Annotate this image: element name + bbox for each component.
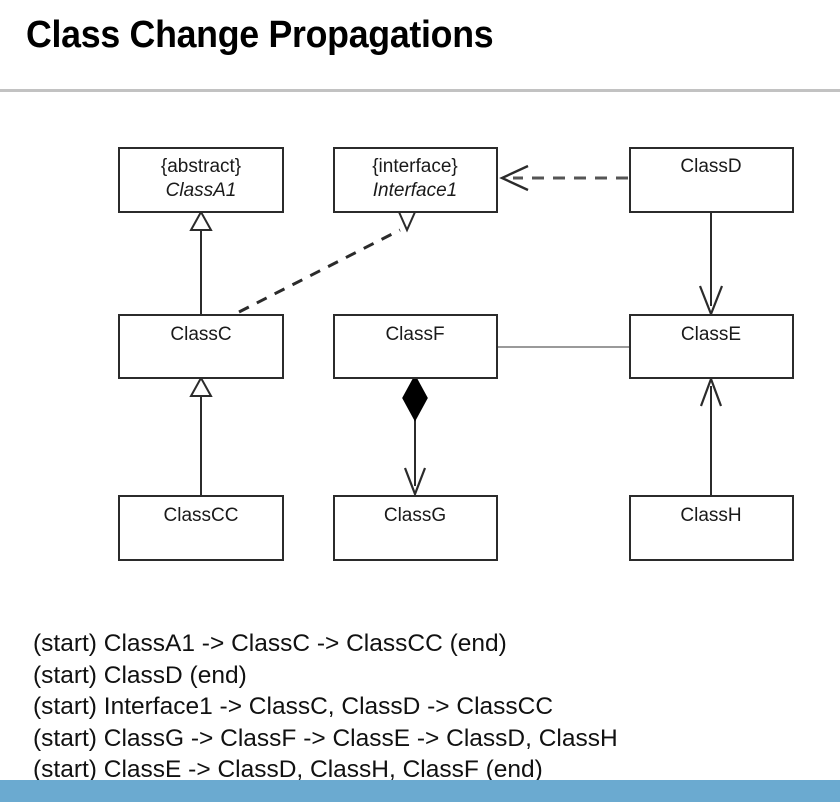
edge-classd-classe-directed xyxy=(698,212,724,318)
propagation-line: (start) ClassG -> ClassF -> ClassE -> Cl… xyxy=(33,724,618,752)
footer-accent-bar xyxy=(0,780,840,802)
uml-node-classc-label: ClassC xyxy=(170,324,231,345)
propagation-line: (start) ClassA1 -> ClassC -> ClassCC (en… xyxy=(33,630,507,657)
page-title: Class Change Propagations xyxy=(26,14,494,56)
uml-class-diagram: {abstract} ClassA1 {interface} Interface… xyxy=(0,120,840,590)
title-divider xyxy=(0,89,840,92)
uml-node-interface1[interactable]: {interface} Interface1 xyxy=(333,147,498,213)
uml-node-classh[interactable]: ClassH xyxy=(629,495,794,561)
uml-node-classcc-label: ClassCC xyxy=(164,505,239,526)
edge-classf-classg-composition xyxy=(402,374,428,498)
uml-node-classh-label: ClassH xyxy=(680,505,741,526)
uml-node-classa1-stereotype: {abstract} xyxy=(161,156,241,177)
uml-node-classcc[interactable]: ClassCC xyxy=(118,495,284,561)
uml-node-classe-label: ClassE xyxy=(681,324,741,345)
uml-node-classc[interactable]: ClassC xyxy=(118,314,284,379)
propagation-line: (start) ClassE -> ClassD, ClassH, ClassF… xyxy=(33,756,543,783)
uml-node-classd-label: ClassD xyxy=(680,156,741,177)
edge-classc-interface1-realization xyxy=(238,211,417,314)
propagation-line: (start) ClassD (end) xyxy=(33,661,247,689)
uml-node-classg[interactable]: ClassG xyxy=(333,495,498,561)
edge-classd-interface1-dependency xyxy=(499,164,628,192)
propagation-list: (start) ClassA1 -> ClassC -> ClassCC (en… xyxy=(33,628,833,786)
uml-node-classa1[interactable]: {abstract} ClassA1 xyxy=(118,147,284,213)
edge-classcc-classc-generalization xyxy=(189,375,213,496)
edge-classc-classa1-generalization xyxy=(189,209,213,315)
uml-node-classd[interactable]: ClassD xyxy=(629,147,794,213)
uml-node-interface1-stereotype: {interface} xyxy=(372,156,458,177)
uml-node-classe[interactable]: ClassE xyxy=(629,314,794,379)
uml-node-interface1-label: Interface1 xyxy=(373,180,458,201)
uml-node-classa1-label: ClassA1 xyxy=(166,180,237,201)
uml-node-classf-label: ClassF xyxy=(385,324,444,345)
uml-node-classg-label: ClassG xyxy=(384,505,446,526)
edge-classh-classe-directed xyxy=(699,375,723,496)
uml-node-classf[interactable]: ClassF xyxy=(333,314,498,379)
propagation-line: (start) Interface1 -> ClassC, ClassD -> … xyxy=(33,693,554,720)
